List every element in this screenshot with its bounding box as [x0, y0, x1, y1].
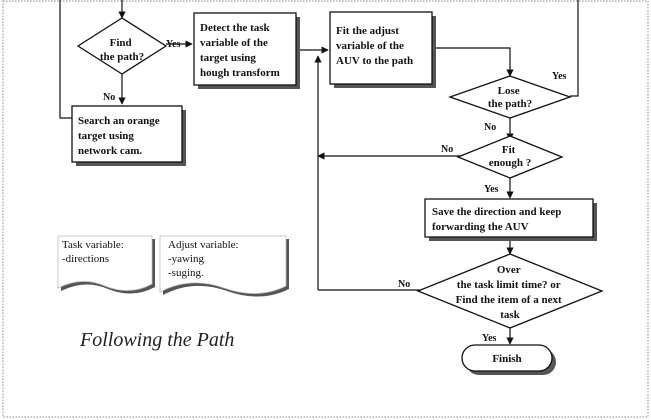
task-variable-text: Task variable: -directions — [62, 239, 127, 265]
box-save — [424, 198, 594, 238]
detect-text: Detect the task variable of the target u… — [200, 22, 280, 79]
edge-fit-to-lose — [432, 47, 514, 77]
label-lose-no: No — [484, 122, 496, 133]
note-adjust-variable — [159, 235, 287, 294]
label-lose-yes: Yes — [552, 71, 567, 82]
lose-path-text: Lose the path? — [488, 85, 532, 110]
note-task-variable — [57, 235, 153, 291]
label-over-yes: Yes — [482, 333, 497, 344]
decision-find-path — [76, 17, 168, 75]
label-over-no: No — [398, 279, 410, 290]
decision-lose-path — [448, 75, 572, 119]
edge-lose-yes — [570, 0, 579, 97]
find-path-text: Find the path? — [100, 37, 144, 63]
decision-over-limit — [416, 253, 604, 329]
box-detect — [193, 12, 297, 86]
adjust-variable-text: Adjust variable: -yawing -suging. — [168, 239, 241, 279]
label-fit-no: No — [441, 144, 453, 155]
finish-text: Finish — [492, 353, 521, 365]
label-fit-yes: Yes — [484, 184, 499, 195]
diagram-title: Following the Path — [79, 329, 234, 351]
box-search — [71, 105, 183, 163]
save-text: Save the direction and keep forwarding t… — [432, 206, 564, 233]
fit-enough-text: Fit enough ? — [489, 144, 532, 169]
label-find-yes: Yes — [166, 39, 181, 50]
decision-fit-enough — [456, 135, 564, 179]
box-fit-adjust — [329, 11, 433, 85]
fit-adjust-text: Fit the adjust variable of the AUV to th… — [336, 25, 413, 67]
over-text: Over the task limit time? or Find the it… — [456, 264, 565, 321]
label-find-no: No — [103, 92, 115, 103]
terminator-finish — [461, 344, 553, 372]
search-text: Search an orange target using network ca… — [78, 115, 162, 157]
edge-search-loop — [59, 0, 72, 119]
